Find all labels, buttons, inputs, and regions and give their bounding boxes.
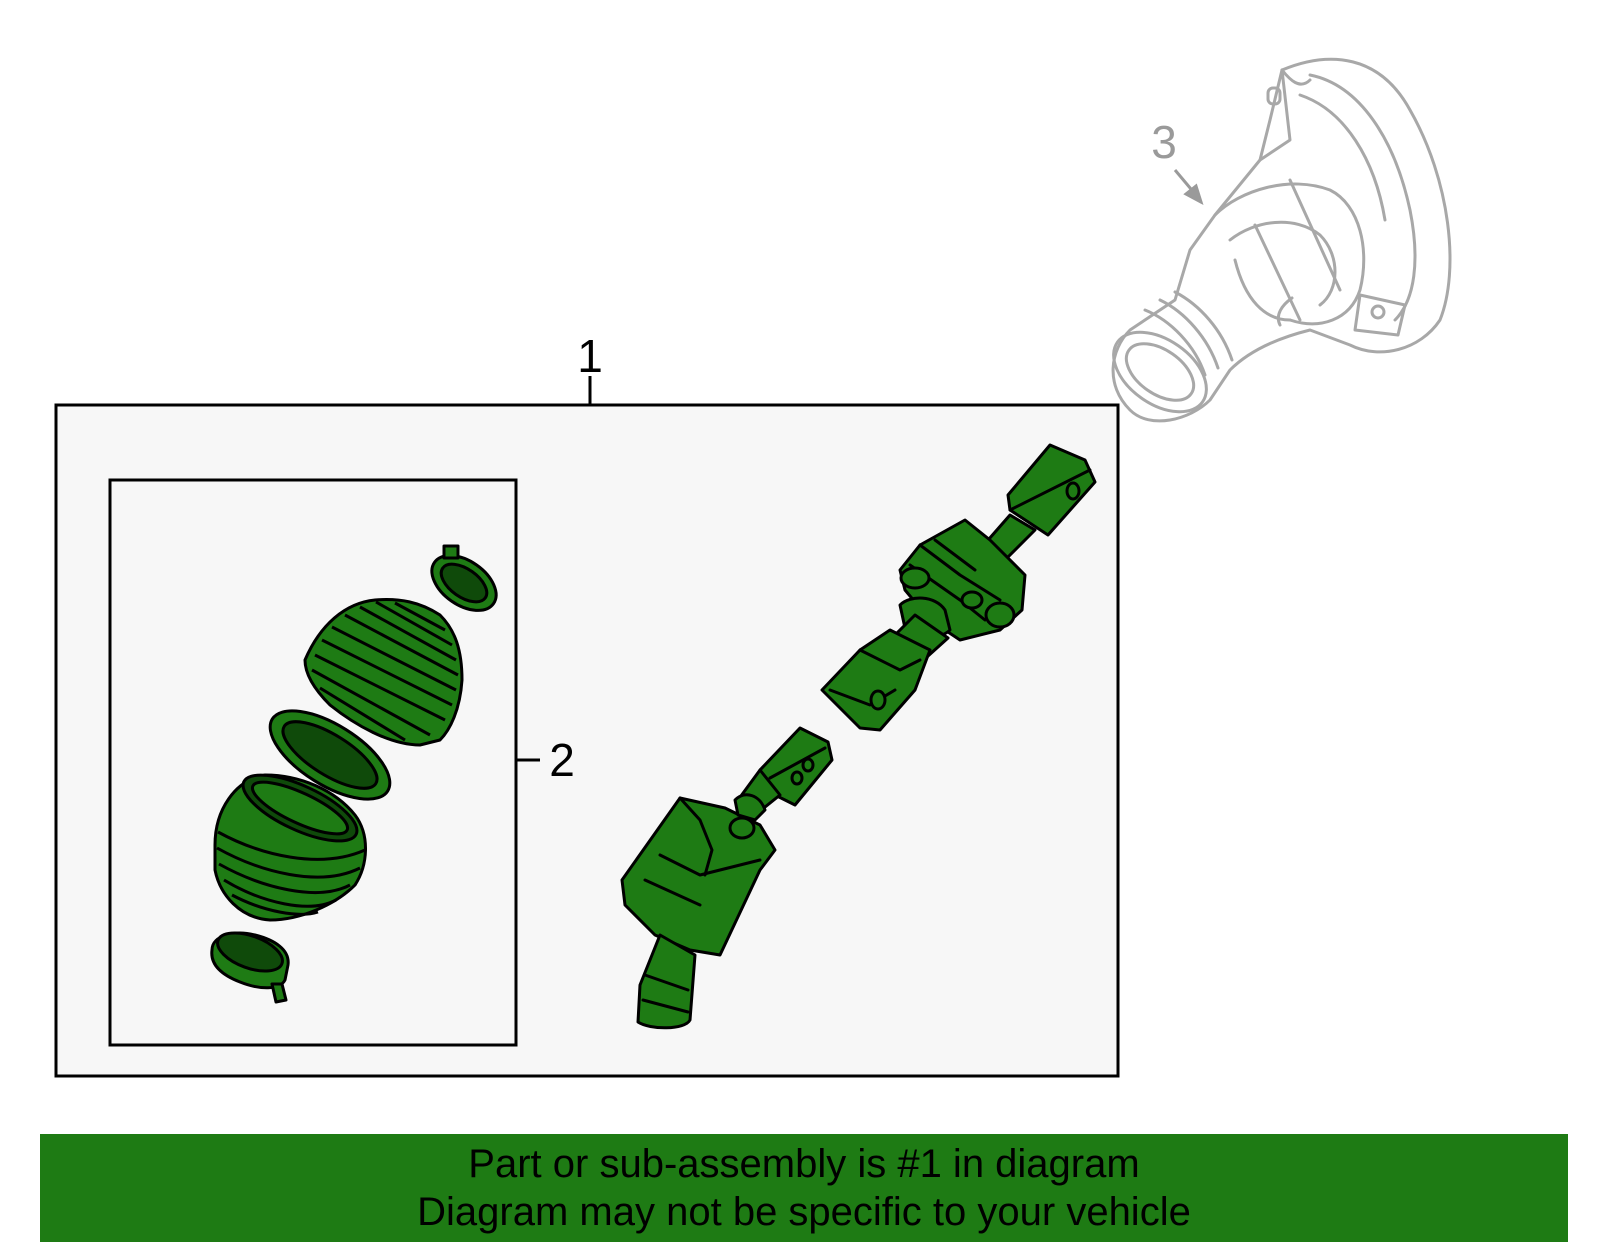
banner-line-2: Diagram may not be specific to your vehi… (417, 1190, 1191, 1234)
callout-3: 3 (1151, 116, 1177, 168)
assembly-box (54, 403, 1120, 1078)
lower-small-clamp (210, 931, 290, 1004)
part-2-boot-kit (210, 544, 498, 1004)
part-3-arrow (1173, 169, 1204, 206)
banner-line-1: Part or sub-assembly is #1 in diagram (468, 1142, 1140, 1186)
disclaimer-banner: Part or sub-assembly is #1 in diagram Di… (40, 1134, 1568, 1242)
upper-small-clamp (430, 544, 498, 612)
upper-bellows-boot (303, 598, 464, 747)
lower-bellows-boot (213, 773, 367, 922)
callout-1: 1 (577, 330, 603, 382)
sub-assembly-box (108, 478, 518, 1047)
middle-ring (268, 709, 392, 801)
callout-2: 2 (549, 734, 575, 786)
part-1-steering-shaft (620, 443, 1097, 1030)
part-3-column-boot (1111, 57, 1452, 423)
